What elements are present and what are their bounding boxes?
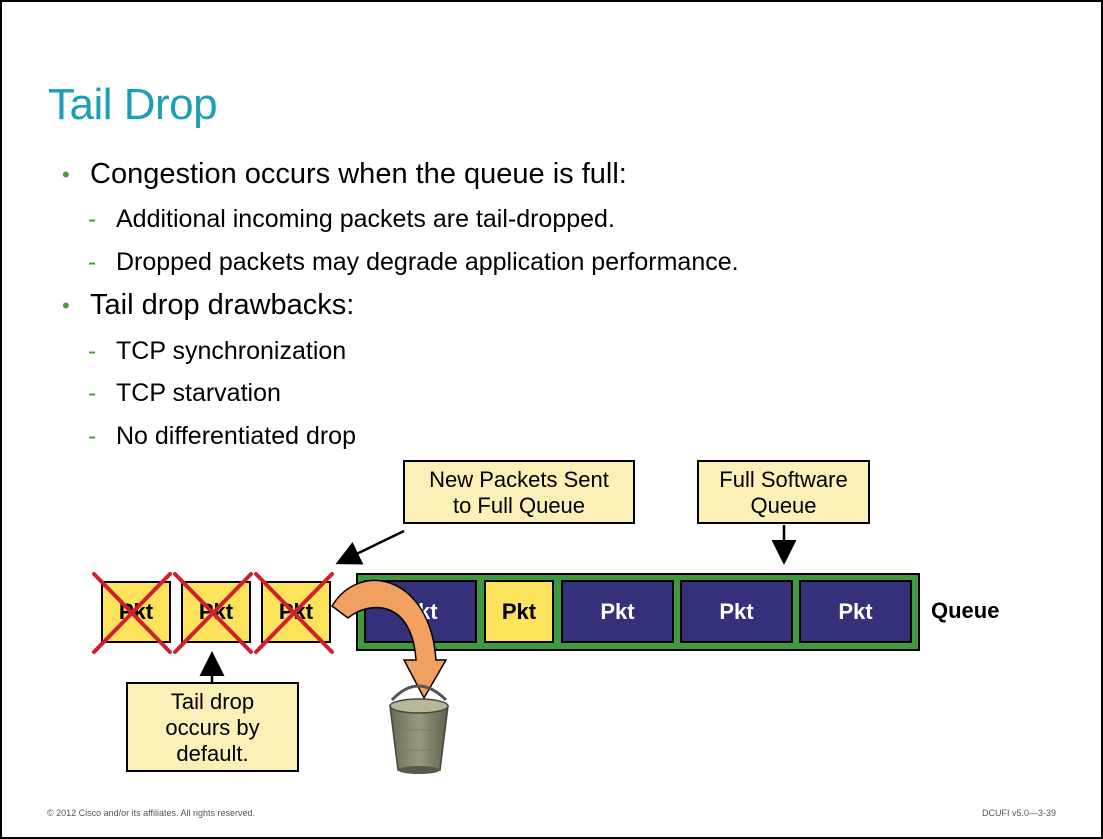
sub-bullet-marker: - <box>88 248 97 276</box>
sub-bullet-marker: - <box>88 337 97 365</box>
sub-bullet-text: TCP synchronization <box>116 337 347 365</box>
drop-cross-icon <box>173 572 253 654</box>
queue-label: Queue <box>931 598 1000 623</box>
curved-arrow-icon <box>331 579 448 700</box>
bullet-text: Congestion occurs when the queue is full… <box>90 158 627 190</box>
sub-bullet-marker: - <box>88 205 97 233</box>
queue-packet: Pkt <box>561 580 674 643</box>
callout-line: Queue <box>750 493 817 518</box>
footer-copyright: © 2012 Cisco and/or its affiliates. All … <box>47 808 256 818</box>
sub-bullet-text: Additional incoming packets are tail-dro… <box>116 205 615 233</box>
drop-cross-icon <box>254 572 334 654</box>
callout-line: Tail drop <box>170 689 255 714</box>
sub-bullet-text: Dropped packets may degrade application … <box>116 248 739 276</box>
callout-new-packets: New Packets Sent to Full Queue <box>403 460 635 524</box>
queue-packet: Pkt <box>484 580 554 643</box>
callout-line: occurs by <box>165 715 260 740</box>
footer-code: DCUFI v5.0—3-39 <box>982 808 1057 818</box>
bullet-marker: • <box>62 162 70 187</box>
sub-bullet-text: TCP starvation <box>116 379 281 407</box>
drop-cross-icon <box>92 572 172 654</box>
queue-packet: Pkt <box>680 580 793 643</box>
callout-line: default. <box>176 741 249 766</box>
queue-packet: Pkt <box>799 580 912 643</box>
arrow-icon <box>335 529 405 565</box>
callout-line: to Full Queue <box>452 493 586 518</box>
slide-title: Tail Drop <box>48 80 218 129</box>
callout-full-queue: Full Software Queue <box>697 460 870 524</box>
bullet-text: Tail drop drawbacks: <box>90 289 355 321</box>
sub-bullet-text: No differentiated drop <box>116 422 356 450</box>
bucket-icon <box>389 684 449 774</box>
callout-line: New Packets Sent <box>429 467 609 492</box>
callout-tail-drop: Tail drop occurs by default. <box>126 682 299 772</box>
sub-bullet-marker: - <box>88 422 97 450</box>
callout-line: Full Software <box>719 467 848 492</box>
bullet-marker: • <box>62 293 70 318</box>
sub-bullet-marker: - <box>88 379 97 407</box>
